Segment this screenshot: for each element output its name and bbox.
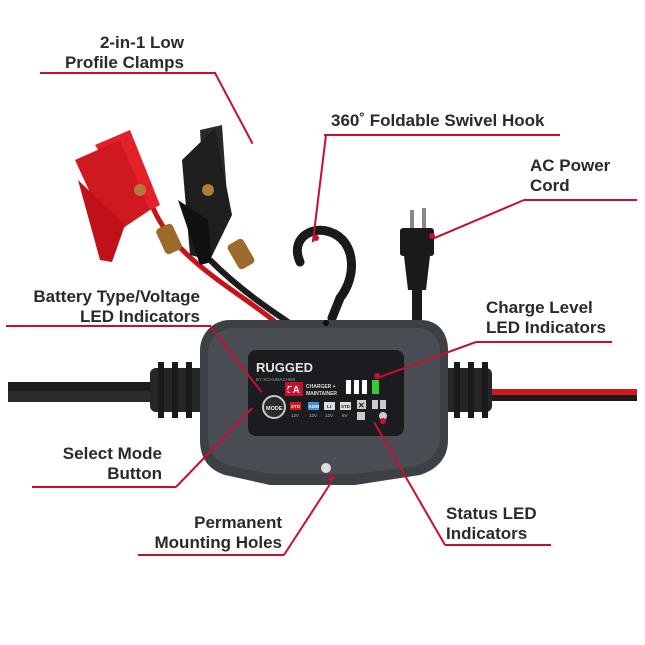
mode-button[interactable] xyxy=(262,395,286,419)
mounting-underline xyxy=(138,554,284,556)
right-cable-red xyxy=(430,389,637,395)
svg-text:12V: 12V xyxy=(291,413,299,418)
clamps-label: 2-in-1 Low Profile Clamps xyxy=(40,33,184,73)
ac-plug xyxy=(400,208,434,330)
ac-label-line2: Cord xyxy=(530,176,570,195)
status-dot xyxy=(380,418,386,424)
svg-text:LI: LI xyxy=(327,404,331,409)
svg-text:✕: ✕ xyxy=(358,401,365,410)
charge-level-leds xyxy=(346,380,379,394)
charge-level-line2: LED Indicators xyxy=(486,318,606,337)
mounting-hole xyxy=(321,463,331,473)
hook-underline xyxy=(324,134,560,136)
svg-text:12V: 12V xyxy=(325,413,333,418)
brand-logo: RUGGED xyxy=(256,360,313,375)
right-cable-black xyxy=(430,395,637,401)
status-label: Status LED Indicators xyxy=(446,504,537,544)
battery-type-line1: Battery Type/Voltage xyxy=(33,287,200,306)
ac-label-line1: AC Power xyxy=(530,156,611,175)
clamps-label-line2: Profile Clamps xyxy=(64,53,184,72)
svg-text:AGM: AGM xyxy=(309,404,320,409)
ac-leader-dot xyxy=(429,233,435,239)
ac-label: AC Power Cord xyxy=(530,156,610,196)
select-mode-label: Select Mode Button xyxy=(30,444,162,484)
battery-type-leds xyxy=(290,402,351,410)
svg-text:12V: 12V xyxy=(309,413,317,418)
hook-label-text: 360˚ Foldable Swivel Hook xyxy=(331,111,545,130)
red-clamp xyxy=(75,130,182,262)
clamps-underline xyxy=(40,72,216,74)
mounting-line1: Permanent xyxy=(194,513,282,532)
mounting-dot xyxy=(328,475,334,481)
clamps-label-line1: 2-in-1 Low xyxy=(99,33,184,52)
svg-text:STD: STD xyxy=(341,404,351,409)
mounting-line2: Mounting Holes xyxy=(154,533,282,552)
select-mode-line1: Select Mode xyxy=(62,444,162,463)
svg-text:6V: 6V xyxy=(342,413,348,418)
mode-button-label: MODE xyxy=(266,406,283,412)
select-mode-line2: Button xyxy=(107,464,162,483)
svg-text:STD: STD xyxy=(291,404,301,409)
battery-type-line2: LED Indicators xyxy=(80,307,200,326)
battery-type-label: Battery Type/Voltage LED Indicators xyxy=(6,287,200,327)
battery-type-dot xyxy=(288,387,294,393)
charge-level-line1: Charge Level xyxy=(486,298,593,317)
charge-level-label: Charge Level LED Indicators xyxy=(486,298,606,338)
hook-leader-dot xyxy=(313,235,319,241)
product-line1: CHARGER + xyxy=(306,384,336,390)
ac-underline xyxy=(524,199,637,201)
charge-level-underline xyxy=(476,341,612,343)
product-line2: MAINTAINER xyxy=(306,391,337,397)
status-line1: Status LED xyxy=(446,504,537,523)
status-line2: Indicators xyxy=(446,524,528,543)
status-underline xyxy=(445,544,551,546)
mounting-label: Permanent Mounting Holes xyxy=(140,513,282,553)
black-clamp xyxy=(178,125,255,270)
charge-level-dot xyxy=(374,373,380,379)
select-mode-underline xyxy=(32,486,176,488)
battery-type-underline xyxy=(6,325,211,327)
swivel-hook xyxy=(292,225,356,323)
brand-sub: BY SCHUMACHER xyxy=(256,377,296,382)
hook-label: 360˚ Foldable Swivel Hook xyxy=(331,111,545,131)
